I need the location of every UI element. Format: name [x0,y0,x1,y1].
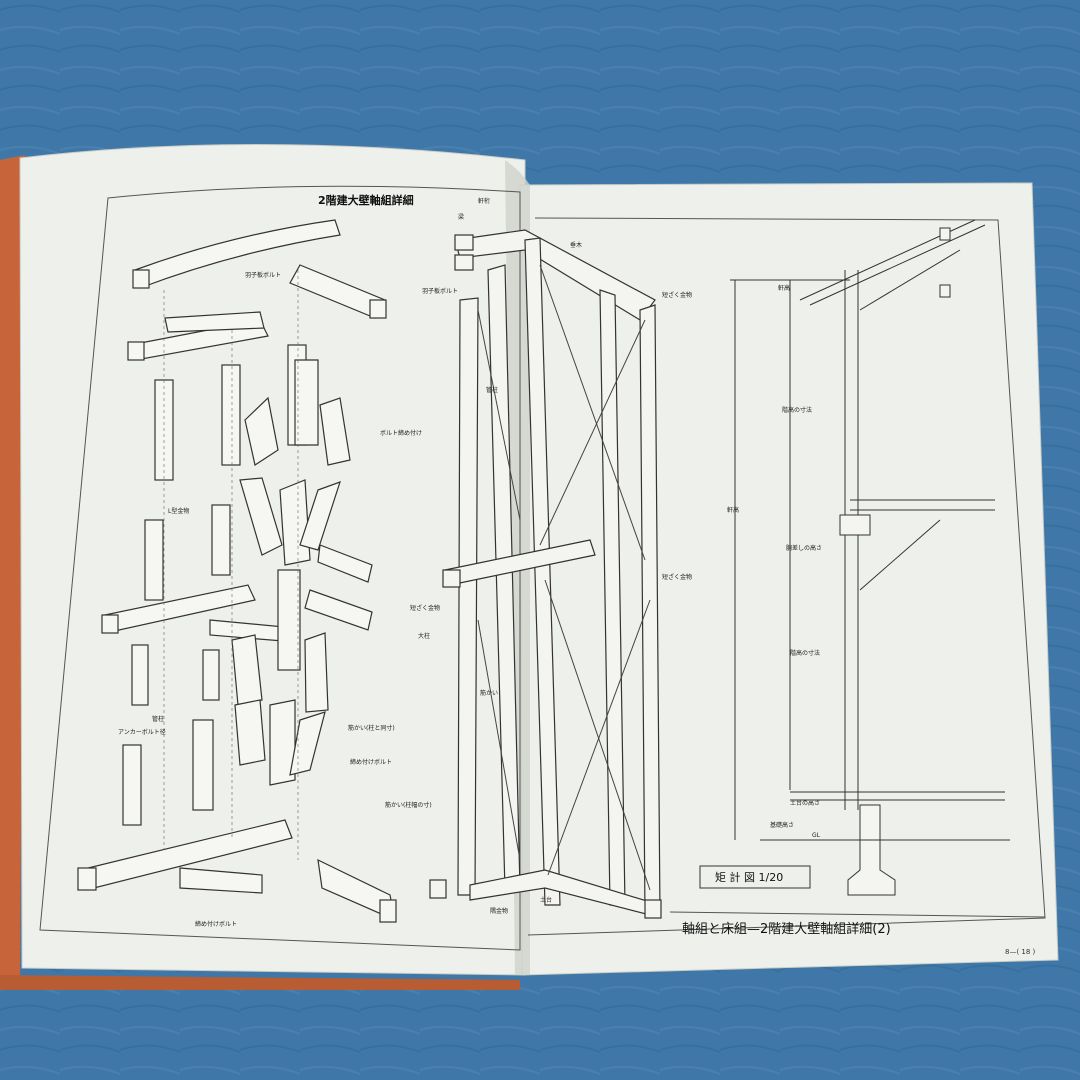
left-page-title: 2階建大壁軸組詳細 [318,194,414,207]
label-nokigeta: 軒桁 [478,198,491,205]
book-cover-edge [0,155,25,990]
label-nokidaka-total: 軒高 [727,507,740,514]
label-tanzaku-top: 短ざく金物 [662,292,693,299]
label-anchor-bolt: アンカーボルト径 [118,729,166,736]
right-frame [527,217,1046,936]
label-sumi-kanamono: 隅金物 [490,908,509,915]
guide-lines [163,270,299,860]
label-sujikai: 筋かい [480,690,499,697]
left-frame [39,185,521,951]
label-kudabashira: 管柱 [152,716,165,723]
scale-box-frame [699,865,811,889]
label-dodai-height: 土台の高さ [790,800,821,807]
label-kaidaka-upper: 階高の寸法 [782,407,813,414]
scale-box-text: 矩 計 図 1/20 [715,871,784,884]
label-tighten-bolt-bottom: 締め付けボルト [195,921,238,928]
book-cover-bottom [0,975,520,990]
label-hari: 梁 [458,214,465,221]
label-gl: GL [812,832,820,839]
caption-divider [669,911,1046,918]
label-sujikai-width: 筋かい(柱幅の寸) [385,802,432,809]
label-kaidaka-lower: 階高の寸法 [790,650,821,657]
caption-title: 軸組と床組—2階建大壁軸組詳細(2) [682,922,891,937]
label-hagoita-mid: 羽子板ボルト [422,288,459,295]
label-l-bracket: L型金物 [168,508,190,515]
isometric-joint-drawings [77,219,397,923]
label-tanzaku-mid: 短ざく金物 [662,574,693,581]
label-kiso-height: 基礎高さ [770,822,795,829]
label-taruki: 垂木 [570,242,583,249]
label-hagoita-bolt: 羽子板ボルト [245,272,282,279]
label-brace-same: 筋かい(柱と同寸) [348,725,395,732]
label-tighten-bolt: 締め付けボルト [350,759,393,766]
label-bolt-tighten: ボルト締め付け [380,430,423,437]
label-tanzaku-left: 短ざく金物 [410,605,441,612]
label-dosashi: 胴差しの高さ [786,545,823,552]
page-number: 8—( 18 ) [1005,948,1036,956]
section-drawing [730,219,1010,896]
label-obashira: 大柱 [418,633,431,640]
diagonal-braces [477,264,651,891]
label-nokidaka: 軒高 [778,285,791,292]
wall-frame-drawing [429,229,662,919]
label-dodai: 土台 [540,897,553,904]
label-kudabashira-mid: 管柱 [486,387,499,394]
